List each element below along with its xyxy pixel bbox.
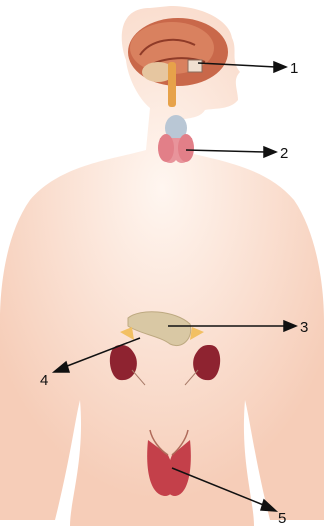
label-4: 4 [40, 372, 48, 389]
label-2: 2 [280, 145, 288, 162]
arrow-head-1 [274, 62, 286, 72]
arrow-head-2 [264, 147, 276, 157]
label-3: 3 [300, 319, 308, 336]
label-5: 5 [278, 510, 286, 526]
label-1: 1 [290, 60, 298, 77]
